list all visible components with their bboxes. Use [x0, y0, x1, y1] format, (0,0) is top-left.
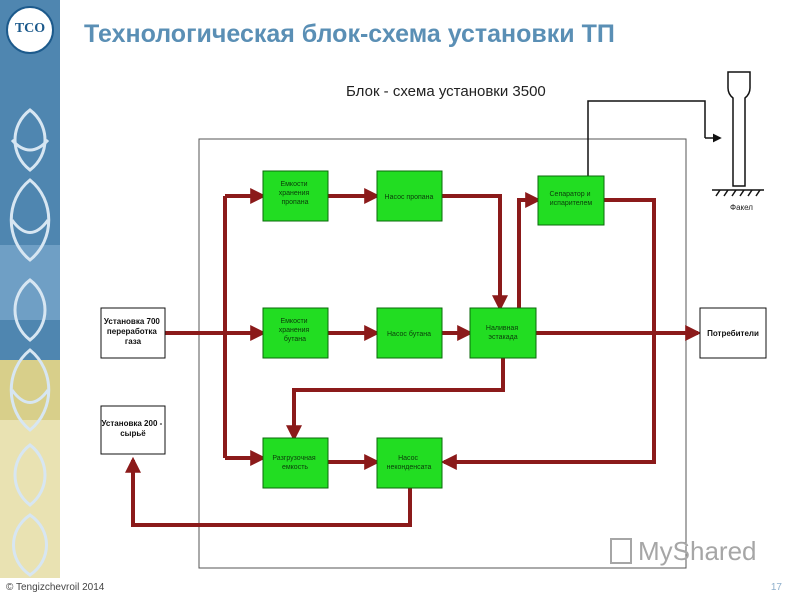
sidebar-band	[0, 245, 60, 320]
svg-text:Установка 700 переработк: Установка 700 переработка газа	[104, 317, 162, 346]
box-label-line: Насос бутана	[387, 330, 431, 338]
plant-boundary	[198, 138, 687, 569]
svg-text:Разгрузочная емкость: Разгрузочная емкость	[272, 455, 317, 471]
propane-storage-box: Емкости хранения пропана	[262, 170, 329, 222]
separator-box: Сепаратор и испарителем	[537, 175, 605, 226]
box-label-line: неконденсата	[387, 464, 432, 471]
box-label-line: Насос	[398, 455, 418, 462]
box-label-line: бутана	[284, 335, 306, 343]
svg-text:Потребители: Потребители	[707, 329, 759, 338]
consumers-box: Потребители	[699, 307, 767, 359]
box-label-line: Емкости	[280, 181, 307, 188]
box-label-line: переработка	[107, 327, 158, 336]
watermark-label: MyShared	[638, 536, 757, 566]
flare-line	[587, 100, 722, 176]
flow-line	[286, 358, 505, 442]
box-label-line: Наливная	[486, 325, 518, 332]
watermark-text: MyShared	[608, 536, 757, 567]
svg-text:Насос неконденсата: Насос неконденсата	[387, 455, 432, 471]
unloading-tank-box: Разгрузочная емкость	[262, 437, 329, 489]
flare-label: Факел	[730, 203, 753, 212]
condensate-pump-box: Насос неконденсата	[376, 437, 443, 489]
box-label-line: пропана	[281, 199, 308, 206]
box-label-line: хранения	[279, 190, 310, 197]
diagram-title: Блок - схема установки 3500	[346, 83, 546, 100]
svg-text:Насос бутана: Насос бутана	[387, 330, 431, 338]
flow-line	[517, 192, 542, 308]
svg-text:Емкости хранения: Емкости хранения пропана	[279, 181, 312, 206]
svg-text:Сепаратор и испарителе: Сепаратор и испарителем	[550, 191, 593, 207]
butane-pump-box: Насос бутана	[376, 307, 443, 359]
box-label-line: эстакада	[488, 334, 517, 341]
external-unit-700-box: Установка 700 переработка газа	[100, 307, 166, 359]
flow-line	[442, 194, 508, 312]
box-label-line: Установка 200 -	[101, 419, 162, 428]
propane-pump-box: Насос пропана	[376, 170, 443, 222]
box-label-line: испарителем	[550, 200, 593, 207]
box-label-line: Разгрузочная	[272, 455, 316, 462]
box-label-line: Установка 700	[104, 317, 161, 326]
svg-text:Установка 200 - сырьё: Установка 200 - сырьё	[101, 419, 164, 438]
svg-text:Наливная эстакада: Наливная эстакада	[486, 325, 520, 341]
box-label-line: емкость	[282, 464, 308, 471]
butane-storage-box: Емкости хранения бутана	[262, 307, 329, 359]
box-label-line: Сепаратор и	[550, 191, 591, 198]
ornament-pattern	[9, 108, 51, 577]
company-logo: ТСО	[6, 6, 54, 54]
box-label-line: Потребители	[707, 329, 759, 338]
external-unit-200-box: Установка 200 - сырьё	[100, 405, 166, 455]
slide-title: Технологическая блок-схема установки ТП	[84, 20, 615, 48]
box-label-line: хранения	[279, 327, 310, 334]
watermark-icon	[610, 538, 632, 564]
logo-lettering: ТСО	[14, 21, 46, 36]
svg-text:Емкости хранения: Емкости хранения бутана	[279, 318, 312, 343]
loading-rack-box: Наливная эстакада	[469, 307, 537, 359]
svg-text:Насос пропана: Насос пропана	[385, 194, 434, 201]
box-label-line: Емкости	[280, 318, 307, 325]
flow-lines	[125, 188, 702, 527]
box-label-line: сырьё	[120, 429, 146, 438]
box-label-line: Насос пропана	[385, 194, 434, 201]
flow-line	[125, 456, 412, 527]
page-number: 17	[770, 582, 782, 593]
copyright-footer: © Tengizchevroil 2014	[6, 582, 105, 593]
sidebar-ornament: ТСО	[0, 0, 60, 578]
box-label-line: газа	[125, 337, 142, 346]
flare-stack-icon	[712, 71, 764, 197]
